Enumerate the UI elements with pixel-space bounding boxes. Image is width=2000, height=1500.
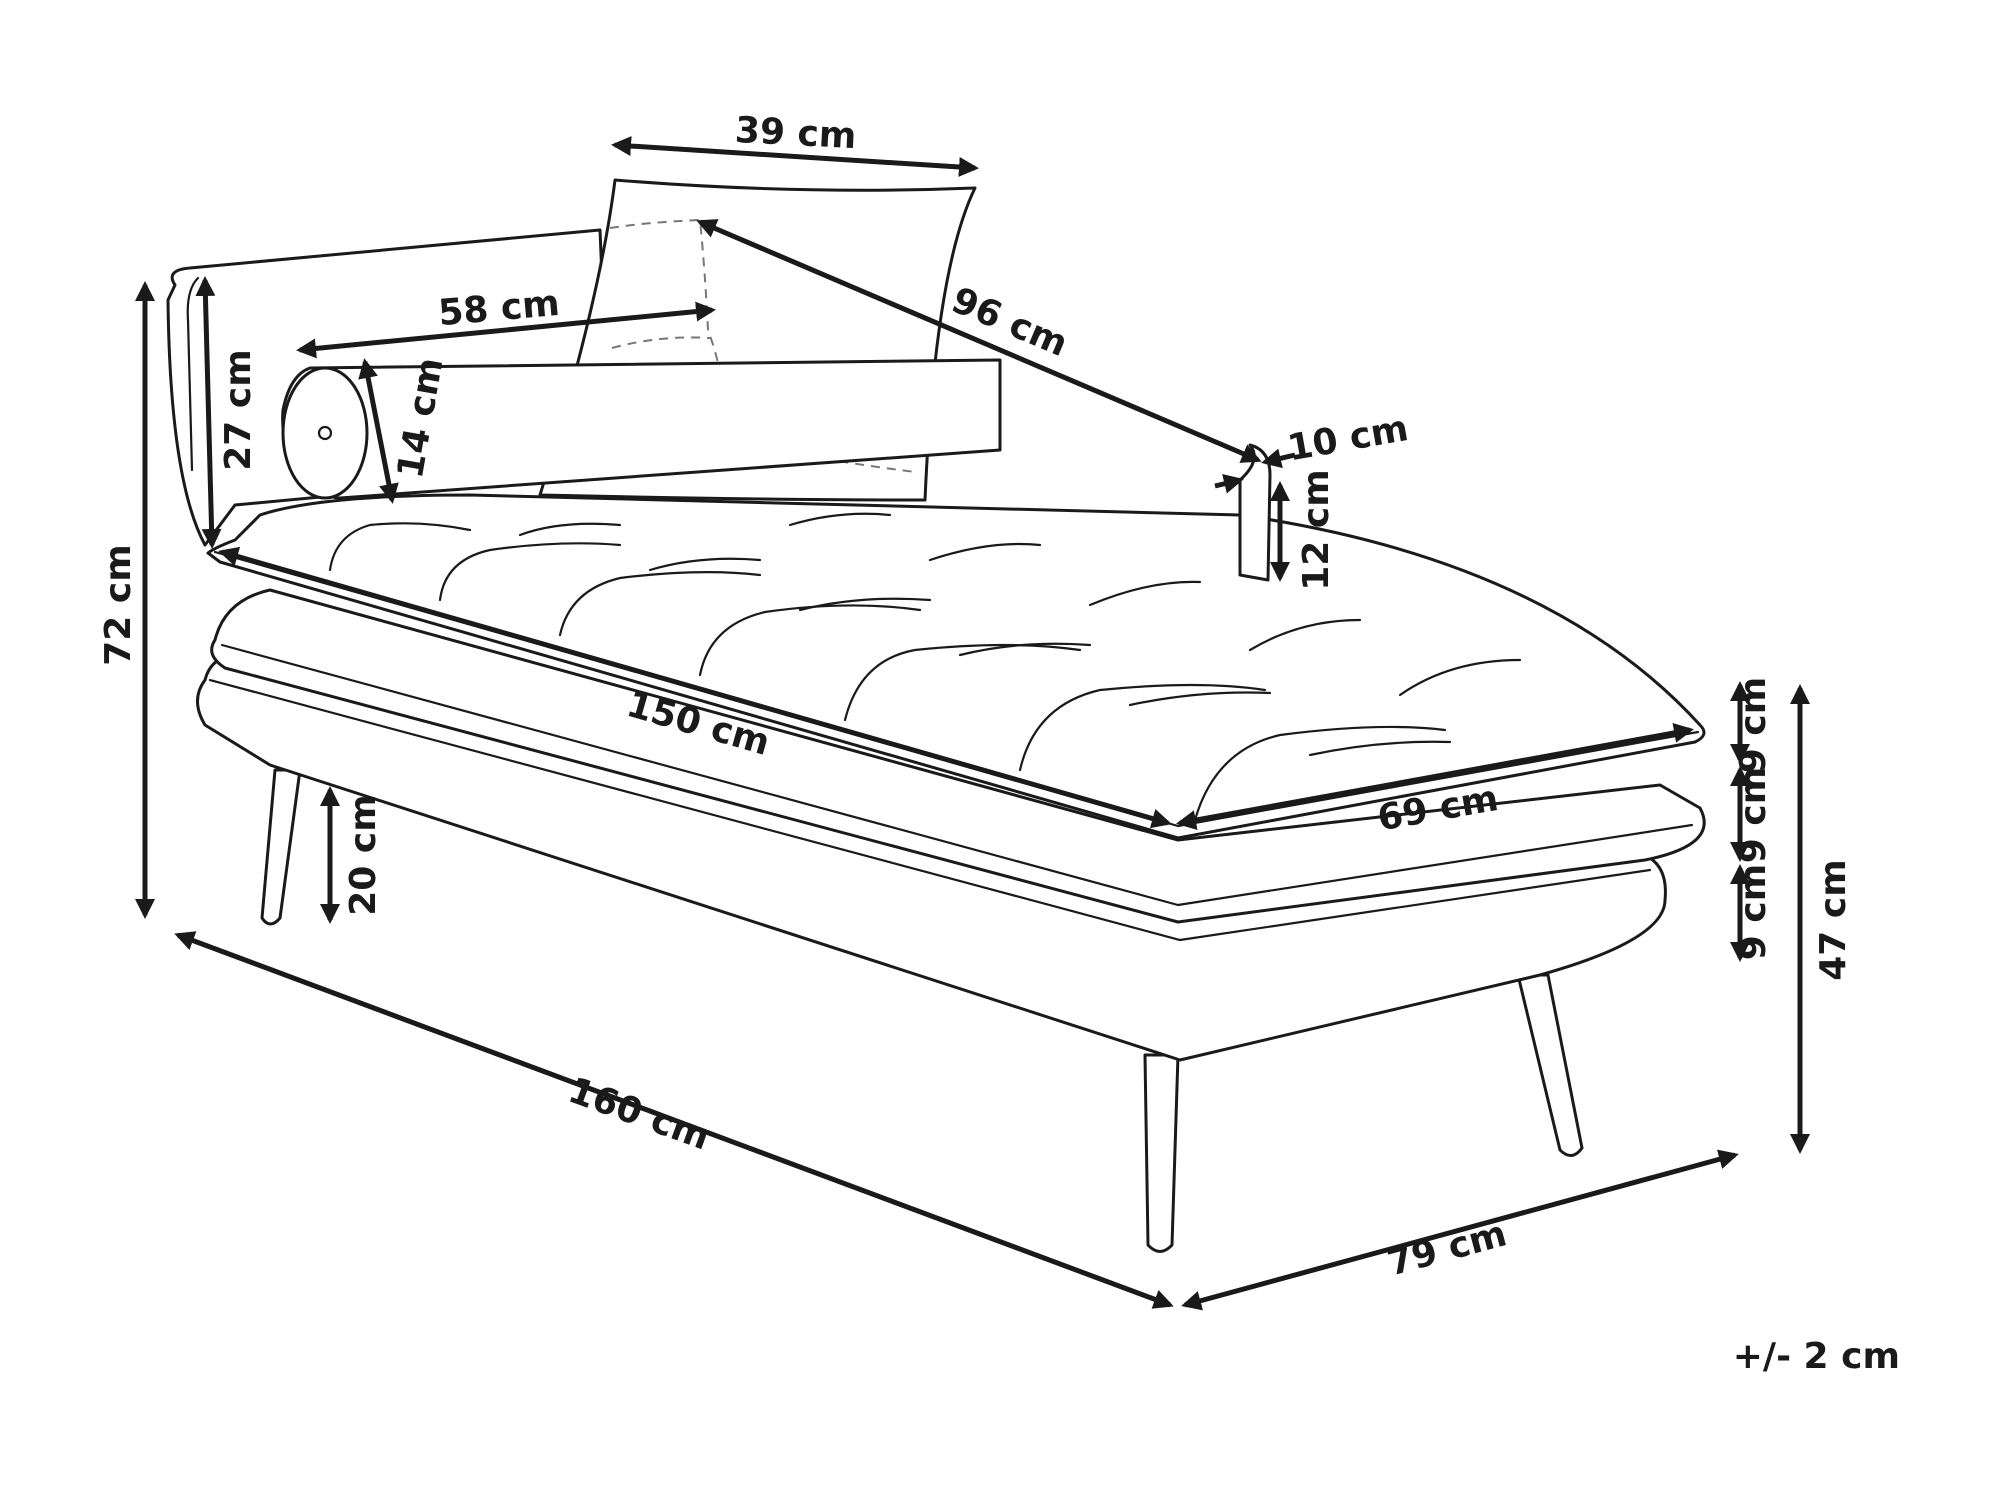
dim-line-back-height — [195, 276, 222, 549]
leg-back-right — [1516, 973, 1584, 1157]
leg-back-left — [260, 768, 302, 926]
bolster-end — [281, 366, 369, 500]
label-tolerance: +/- 2 cm — [1733, 1336, 1900, 1377]
dim-line-pillow-width — [611, 136, 979, 177]
dim-line-bolster-length — [296, 301, 716, 359]
dim-line-arm-thickness-left — [1214, 474, 1244, 494]
dimension-lines — [135, 136, 1810, 1311]
dim-line-mattress-width — [1176, 723, 1694, 830]
dim-line-mattress-length — [218, 546, 1172, 829]
label-total-depth: 79 cm — [1383, 1213, 1511, 1284]
dim-line-bolster-diameter — [358, 358, 399, 504]
label-arm-thickness: 10 cm — [1285, 408, 1412, 469]
label-leg-height: 20 cm — [343, 794, 384, 915]
label-back-height: 27 cm — [218, 349, 259, 470]
label-total-length: 160 cm — [563, 1070, 715, 1159]
label-total-height: 72 cm — [98, 544, 139, 665]
dim-line-total-length — [174, 931, 1174, 1309]
label-pillow-width: 39 cm — [734, 110, 857, 157]
label-seat-height: 47 cm — [1813, 859, 1854, 980]
armrest — [1238, 443, 1272, 582]
label-layer-2: 9 cm — [1733, 767, 1774, 863]
label-layer-1: 9 cm — [1733, 677, 1774, 773]
leg-front — [1143, 1053, 1180, 1253]
dim-line-pillow-diagonal — [696, 219, 1262, 463]
label-arm-height: 12 cm — [1296, 469, 1337, 590]
dim-line-arm-thickness-right — [1261, 448, 1296, 469]
dim-line-total-depth — [1181, 1149, 1739, 1311]
label-layer-3: 9 cm — [1733, 864, 1774, 960]
